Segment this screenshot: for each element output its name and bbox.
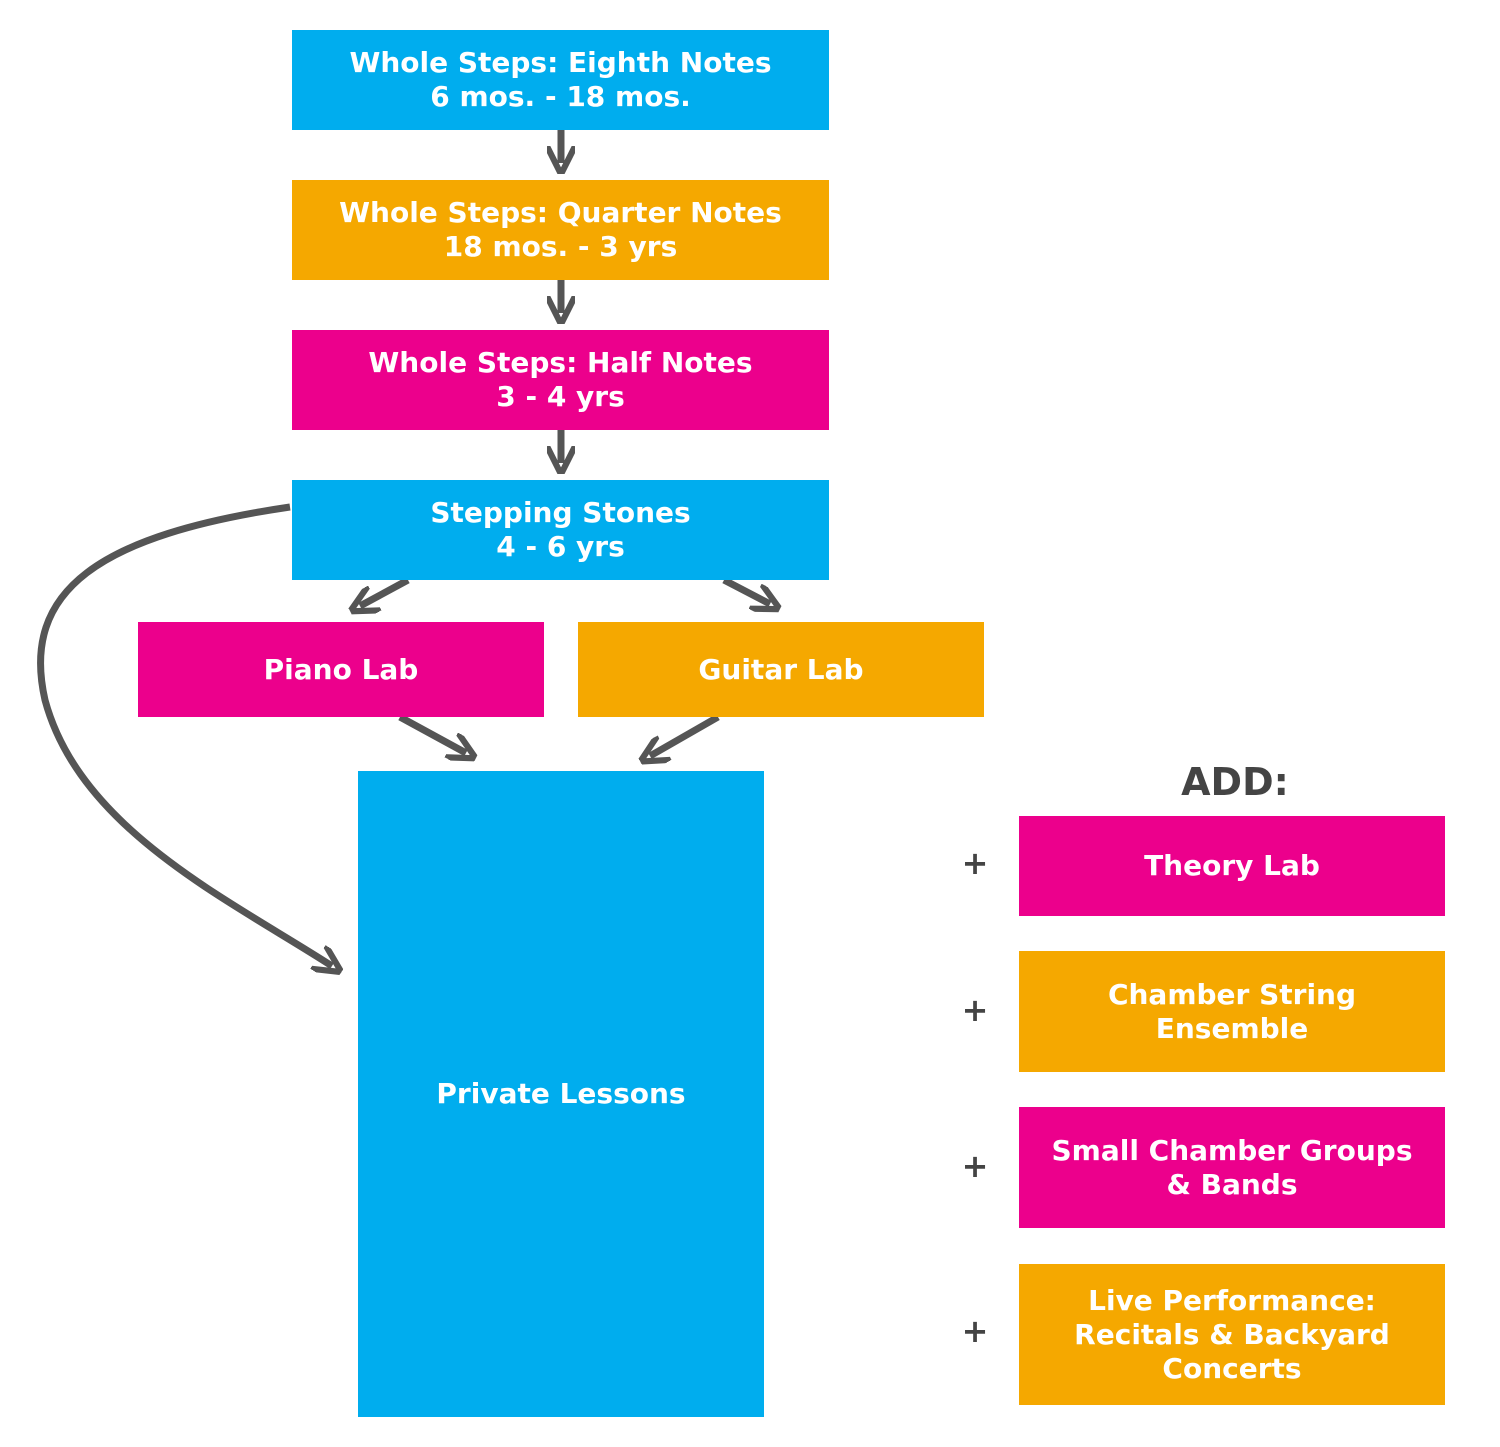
box-age: 3 - 4 yrs: [496, 380, 625, 413]
box-line: Live Performance:: [1088, 1283, 1376, 1317]
whole-steps-half-notes-box: Whole Steps: Half Notes 3 - 4 yrs: [292, 330, 829, 430]
live-performance-box: Live Performance: Recitals & Backyard Co…: [1019, 1264, 1445, 1405]
plus-sign: +: [961, 991, 989, 1029]
plus-sign: +: [961, 1147, 989, 1185]
box-title: Piano Lab: [263, 652, 419, 686]
whole-steps-eighth-notes-box: Whole Steps: Eighth Notes 6 mos. - 18 mo…: [292, 30, 829, 130]
box-age: 18 mos. - 3 yrs: [443, 230, 678, 263]
small-chamber-groups-box: Small Chamber Groups & Bands: [1019, 1107, 1445, 1228]
arrow-stepping-to-private-curve: [37, 503, 332, 966]
private-lessons-box: Private Lessons: [358, 771, 764, 1417]
stepping-stones-box: Stepping Stones 4 - 6 yrs: [292, 480, 829, 580]
box-line: Chamber String: [1107, 977, 1357, 1011]
box-title: Whole Steps: Half Notes: [368, 346, 753, 379]
plus-sign: +: [961, 1312, 989, 1350]
box-age: 4 - 6 yrs: [496, 530, 625, 563]
box-line: Recitals & Backyard: [1074, 1317, 1390, 1351]
box-title: Guitar Lab: [698, 652, 864, 686]
box-title: Private Lessons: [436, 1077, 686, 1110]
box-line: Ensemble: [1155, 1011, 1309, 1045]
piano-lab-box: Piano Lab: [138, 622, 544, 717]
arrow-stepping-to-guitar: [722, 576, 770, 604]
box-line: & Bands: [1166, 1167, 1298, 1201]
box-line: Concerts: [1162, 1351, 1302, 1385]
box-title: Whole Steps: Quarter Notes: [339, 196, 782, 229]
add-heading: ADD:: [1181, 760, 1289, 804]
whole-steps-quarter-notes-box: Whole Steps: Quarter Notes 18 mos. - 3 y…: [292, 180, 829, 280]
guitar-lab-box: Guitar Lab: [578, 622, 984, 717]
plus-sign: +: [961, 844, 989, 882]
box-age: 6 mos. - 18 mos.: [430, 80, 691, 113]
box-title: Stepping Stones: [430, 496, 691, 529]
arrow-guitar-to-private: [650, 713, 720, 756]
chamber-string-ensemble-box: Chamber String Ensemble: [1019, 951, 1445, 1072]
box-line: Theory Lab: [1144, 849, 1320, 882]
arrow-piano-to-private: [398, 713, 466, 753]
arrow-stepping-to-piano: [360, 576, 410, 606]
box-line: Small Chamber Groups: [1051, 1133, 1413, 1167]
theory-lab-box: Theory Lab: [1019, 816, 1445, 916]
box-title: Whole Steps: Eighth Notes: [349, 46, 772, 79]
